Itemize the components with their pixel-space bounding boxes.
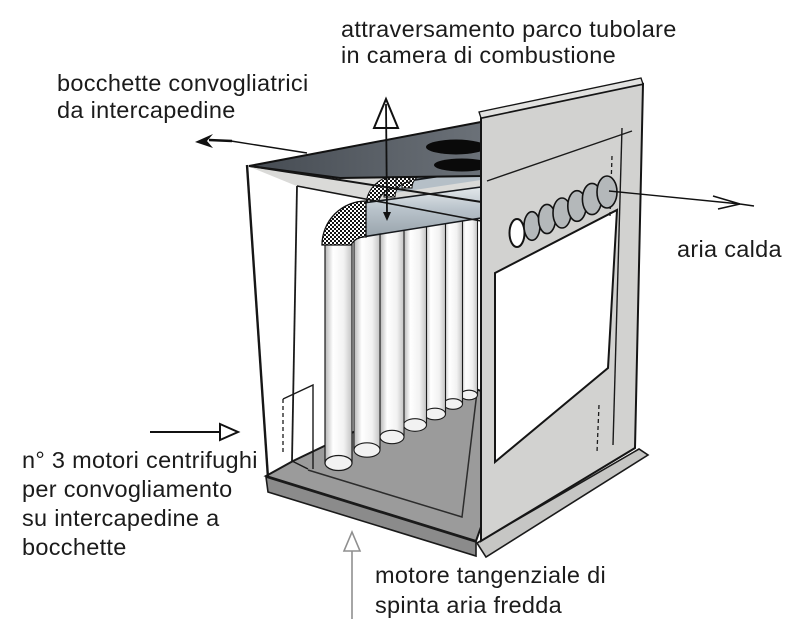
label-hot-air: aria calda — [677, 236, 782, 262]
cold-air-arrow-icon — [342, 529, 362, 619]
panel-hole-1 — [508, 218, 526, 248]
plate-hole-2 — [434, 158, 490, 172]
label-tube-passthrough: attraversamento parco tubolare in camera… — [341, 16, 677, 68]
label-nozzles: bocchette convogliatrici da intercapedin… — [57, 70, 309, 123]
mesh-elbow-main — [321, 200, 367, 246]
front-tube-and-elbow — [321, 200, 367, 472]
annotations — [150, 96, 755, 619]
top-plate — [248, 120, 490, 180]
inner-wall-wireframe — [282, 185, 314, 470]
panel-holes — [508, 175, 618, 248]
nozzle-arrow-icon — [195, 134, 308, 154]
label-centrifugal-motors: n° 3 motori centrifughi per convogliamen… — [22, 447, 258, 560]
side-panel — [478, 77, 645, 543]
plate-hole-1 — [426, 139, 486, 155]
panel-hole-2 — [523, 210, 541, 242]
up-arrow-icon — [372, 96, 400, 221]
base-skirt — [265, 448, 650, 559]
label-tangential-motor: motore tangenziale di spinta aria fredda — [375, 562, 606, 618]
hot-air-arrow-icon — [608, 190, 755, 210]
outer-box-wireframe — [245, 164, 489, 479]
motors-arrow-icon — [150, 422, 241, 442]
vertical-tubes — [353, 199, 479, 458]
